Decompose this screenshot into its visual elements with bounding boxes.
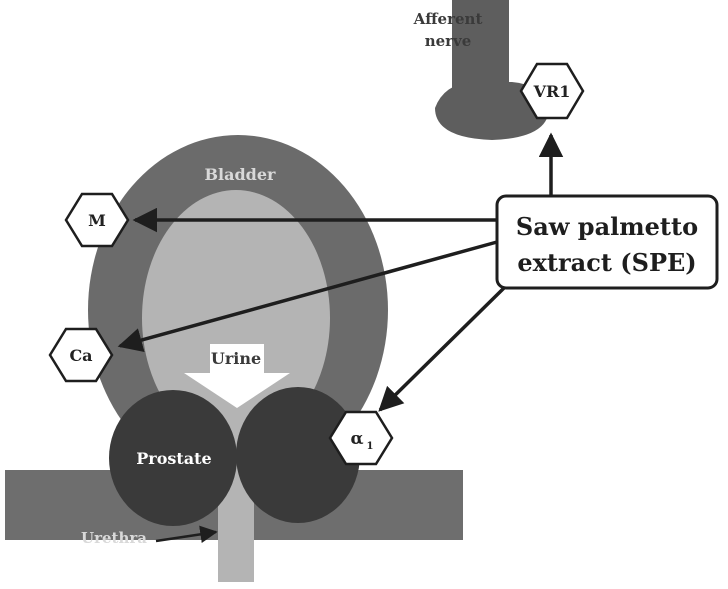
prostate-right-lobe [236,387,360,523]
urine-flow-arrow [184,344,290,408]
urethra-pointer-arrow [155,525,218,543]
svg-text:1: 1 [367,441,374,452]
svg-text:M: M [88,211,106,230]
bladder-label: Bladder [205,165,277,184]
svg-text:VR1: VR1 [533,82,571,101]
spe-label-line1: Saw palmetto [516,212,698,241]
prostate-left-lobe [109,390,237,526]
urine-label: Urine [211,349,261,368]
afferent-nerve [435,0,549,140]
arrow-spe-to-alpha1 [378,285,507,412]
urethra-label: Urethra [81,529,147,547]
prostate-label: Prostate [136,449,211,468]
receptor-ca: Ca [48,327,114,383]
bladder-lumen [142,190,330,446]
spe-box [495,194,719,290]
arrow-spe-to-ca [117,240,498,352]
afferent-nerve-label-line1: Afferent [413,10,483,28]
receptor-alpha1: α 1 [328,410,394,466]
svg-text:Ca: Ca [69,346,92,365]
svg-text:α: α [350,429,363,449]
spe-label-line2: extract (SPE) [517,248,696,277]
receptor-vr1: VR1 [519,62,585,120]
receptor-m: M [64,192,130,248]
afferent-nerve-label-line2: nerve [425,32,472,50]
